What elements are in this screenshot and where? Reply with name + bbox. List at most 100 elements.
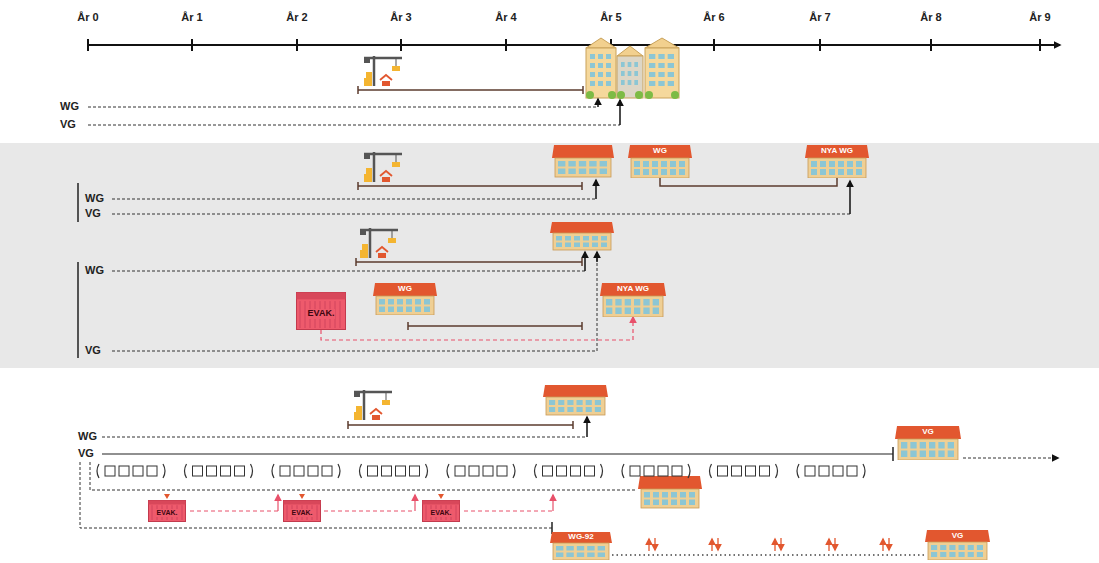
building-window xyxy=(634,299,640,306)
building-block xyxy=(354,412,362,420)
building-window xyxy=(644,500,650,506)
year-label: År 7 xyxy=(809,11,830,24)
evacuation-container: EVAK. xyxy=(283,500,321,522)
building-window xyxy=(968,552,974,557)
building-roof xyxy=(925,530,990,542)
period-square xyxy=(805,466,815,476)
building: NYA WG xyxy=(805,145,869,178)
apartment-window xyxy=(668,63,674,68)
apartment-window xyxy=(668,81,674,86)
period-square xyxy=(819,466,829,476)
apartment-window xyxy=(606,72,611,77)
bracket xyxy=(77,262,79,358)
building-window xyxy=(565,243,571,248)
building-window xyxy=(615,299,621,306)
apartment-window xyxy=(590,54,595,59)
building-facade xyxy=(898,439,958,460)
bracket-open xyxy=(447,464,449,478)
apartment-window xyxy=(649,54,655,59)
node-label: NYA WG xyxy=(616,285,650,294)
container-body xyxy=(423,501,460,522)
connector xyxy=(612,554,925,556)
period-square xyxy=(557,466,567,476)
building-facade xyxy=(553,543,609,560)
apartment-window xyxy=(590,63,595,68)
apartment-building xyxy=(617,46,643,99)
building-window xyxy=(598,546,605,551)
container-top xyxy=(423,501,460,505)
building-window xyxy=(959,552,965,557)
evacuation-line xyxy=(190,511,278,512)
year-label: År 8 xyxy=(920,11,941,24)
node-label: VG xyxy=(921,428,935,437)
building: WG xyxy=(373,283,437,315)
building-window xyxy=(901,451,907,458)
building-window xyxy=(424,299,430,305)
period-tick xyxy=(357,86,359,94)
construction-period xyxy=(356,261,582,263)
crane-counterweight xyxy=(364,59,370,63)
period-square xyxy=(571,466,581,476)
apartment-window xyxy=(634,62,638,67)
tree xyxy=(635,91,643,99)
crane-counterweight xyxy=(364,155,370,159)
building-window xyxy=(847,169,853,175)
building-window xyxy=(625,308,631,315)
building-block xyxy=(362,244,368,250)
apartment-window xyxy=(621,80,625,85)
building-window xyxy=(388,307,394,313)
building-window xyxy=(652,161,658,167)
period-square xyxy=(133,466,143,476)
building-roof xyxy=(543,385,608,397)
crane-mast xyxy=(373,152,376,182)
period-square xyxy=(455,466,465,476)
building-window xyxy=(661,169,667,175)
building-window xyxy=(938,442,944,449)
apartment-window xyxy=(634,80,638,85)
building-window xyxy=(949,552,955,557)
apartment-window xyxy=(606,54,611,59)
construction-crane xyxy=(364,56,402,86)
building-window xyxy=(811,161,817,167)
building-window xyxy=(579,161,586,167)
move-arrow xyxy=(596,252,598,262)
track-line xyxy=(102,453,893,454)
building-window xyxy=(577,553,584,558)
move-arrow-down xyxy=(834,538,835,550)
move-in-marker xyxy=(164,494,170,499)
crane-load xyxy=(382,400,390,405)
axis-tick xyxy=(819,39,821,51)
bracket-open xyxy=(97,464,99,478)
building-window xyxy=(653,308,659,315)
bracket-close xyxy=(688,464,690,478)
crane-load xyxy=(392,66,400,71)
building-roof xyxy=(550,532,612,543)
building-window xyxy=(653,500,659,506)
building-window xyxy=(415,299,421,305)
apartment-window xyxy=(606,63,611,68)
building-block xyxy=(366,168,372,174)
building: NYA WG xyxy=(600,283,666,317)
building-window xyxy=(662,500,668,506)
building: VG xyxy=(895,426,961,460)
apartment-window xyxy=(649,63,655,68)
period-tick xyxy=(892,447,894,461)
period-square xyxy=(469,466,479,476)
bracket-open xyxy=(360,464,362,478)
bracket-close xyxy=(601,464,603,478)
building-roof xyxy=(373,283,437,296)
building-window xyxy=(556,553,563,558)
apartment-wall xyxy=(617,56,643,98)
building-block xyxy=(360,250,368,258)
period-square xyxy=(543,466,553,476)
building-window xyxy=(598,553,605,558)
track-label: WG xyxy=(85,264,104,277)
period-square xyxy=(322,466,332,476)
apartment-window xyxy=(658,63,664,68)
bracket-open xyxy=(272,464,274,478)
building-window xyxy=(931,552,937,557)
building: WG xyxy=(628,145,692,178)
building-window xyxy=(568,169,575,175)
building-window xyxy=(959,545,965,550)
